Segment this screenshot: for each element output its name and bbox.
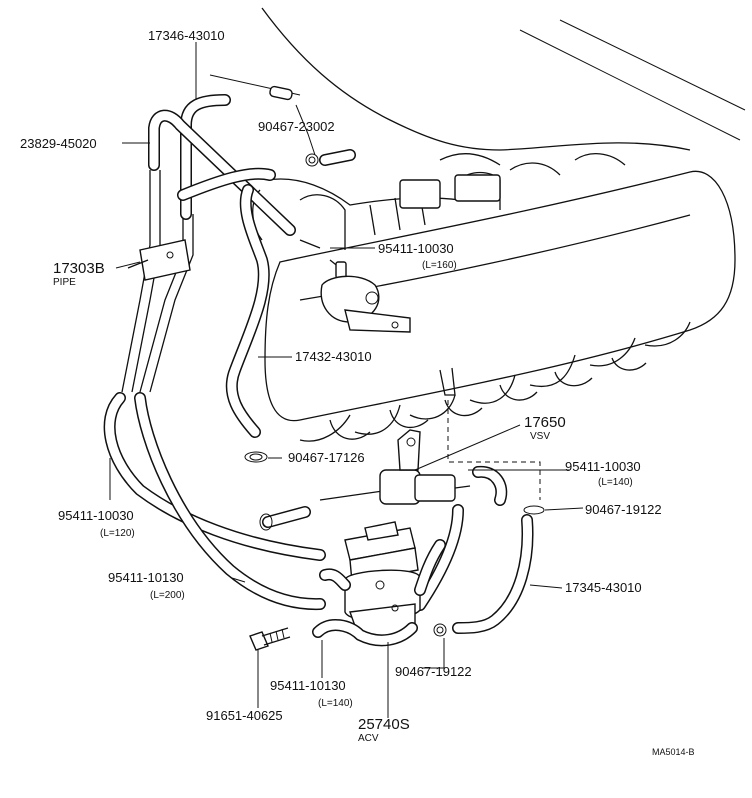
leader-lines: [109, 42, 584, 718]
label-95411-10030-l160: 95411-10030: [378, 241, 454, 256]
label-23829-45020: 23829-45020: [20, 136, 97, 151]
label-17650: 17650: [524, 414, 566, 431]
vsv-17650: [259, 429, 471, 611]
label-95411-10130-l200: 95411-10130: [108, 570, 184, 585]
label-17346-43010: 17346-43010: [148, 28, 225, 43]
label-17345-43010: 17345-43010: [565, 580, 642, 595]
label-25740s: 25740S: [358, 716, 410, 733]
label-90467-19122-lower: 90467-19122: [395, 664, 472, 679]
hose-95411-10030-l120: [103, 392, 326, 561]
hose-17346-43010: [148, 94, 296, 236]
label-95411-10030-l160-length: (L=160): [422, 260, 457, 271]
label-95411-10030-l120-length: (L=120): [100, 528, 135, 539]
label-95411-10130-l200-length: (L=200): [150, 590, 185, 601]
hose-17345-43010: [452, 465, 545, 634]
acv-25740s: [312, 521, 446, 647]
label-17303b: 17303B: [53, 260, 105, 277]
top-hose: [209, 74, 356, 167]
label-90467-17126: 90467-17126: [288, 450, 365, 465]
callout-labels: 17346-43010 23829-45020 90467-23002 9541…: [20, 28, 695, 757]
label-17432-43010: 17432-43010: [295, 349, 372, 364]
hose-17432-43010: [225, 184, 270, 438]
label-91651-40625: 91651-40625: [206, 708, 283, 723]
clip-90467-17126: [244, 451, 268, 463]
label-reference-code: MA5014-B: [652, 747, 695, 757]
label-95411-10130-l140: 95411-10130: [270, 678, 346, 693]
label-25740s-acv: ACV: [358, 733, 379, 744]
label-95411-10130-l140-length: (L=140): [318, 698, 353, 709]
label-95411-10030-l140: 95411-10030: [565, 459, 641, 474]
label-90467-23002: 90467-23002: [258, 119, 335, 134]
label-95411-10030-l120: 95411-10030: [58, 508, 134, 523]
label-17650-vsv: VSV: [530, 431, 550, 442]
label-95411-10030-l140-length: (L=140): [598, 477, 633, 488]
hose-95411-10130-l200: [134, 392, 326, 611]
label-90467-19122-upper: 90467-19122: [585, 502, 662, 517]
label-17303b-pipe: PIPE: [53, 277, 76, 288]
clip-90467-19122-lower: [433, 623, 447, 637]
vacuum-valve: [299, 239, 411, 333]
pipe-17303b: [121, 170, 194, 393]
intake-manifold: [252, 7, 746, 500]
bolt-91651-40625: [249, 627, 291, 651]
